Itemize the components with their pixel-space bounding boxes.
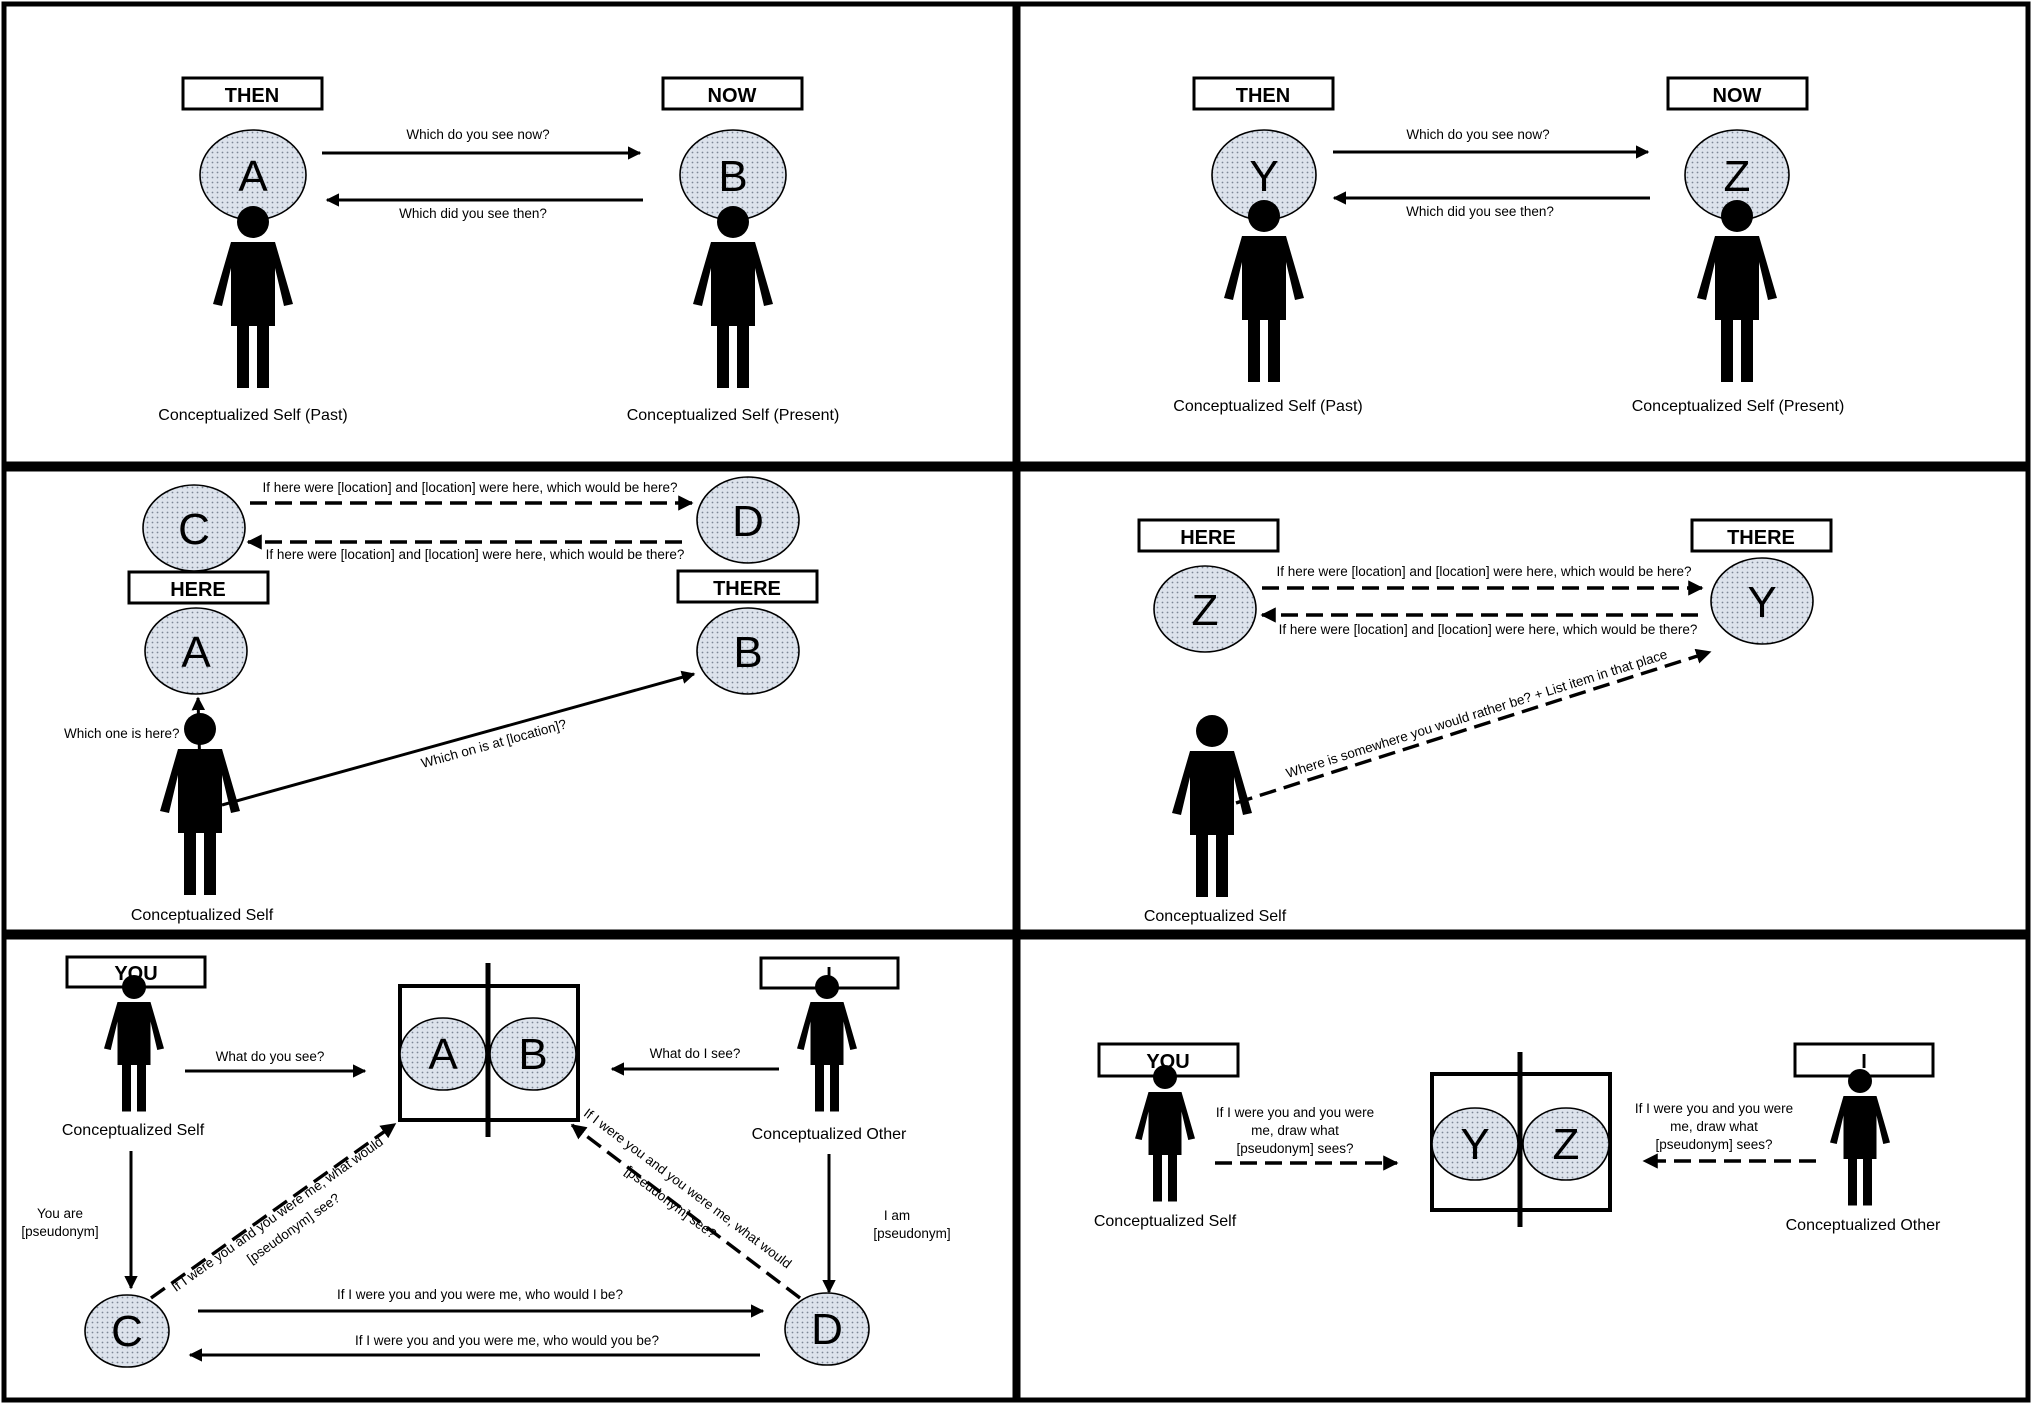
circle-node xyxy=(1431,1107,1519,1181)
caption-self: Conceptualized Self xyxy=(131,907,274,924)
here-tag-box xyxy=(127,570,270,605)
dashed-forward-label: If here were [location] and [location] w… xyxy=(263,480,678,495)
then-label: THEN xyxy=(225,85,279,107)
arrow-forward-label: Which do you see now? xyxy=(406,127,549,142)
now-tag-box xyxy=(661,76,804,111)
panel-here-there-ab: C D If here were [location] and [locatio… xyxy=(1,466,1018,935)
node-letter: Y xyxy=(1249,152,1278,201)
dashed-back-label: If here were [location] and [location] w… xyxy=(1279,622,1698,637)
circle-node xyxy=(784,1292,870,1366)
arrow-diagonal xyxy=(221,670,696,807)
circle-node xyxy=(489,1017,577,1091)
circle-node xyxy=(399,1017,487,1091)
caption-other: Conceptualized Other xyxy=(752,1126,907,1143)
now-tag-box xyxy=(1666,76,1809,111)
circle-node xyxy=(696,607,800,695)
here-label: HERE xyxy=(1180,527,1236,549)
right-prompt-line3: [pseudonym] sees? xyxy=(1655,1137,1772,1152)
node-letter: Y xyxy=(1747,578,1776,627)
circle-node xyxy=(84,1294,170,1368)
node-letter: D xyxy=(811,1305,843,1354)
caption-self: Conceptualized Self xyxy=(1144,908,1287,925)
node-letter: C xyxy=(111,1307,143,1356)
dashed-arrow-diagonal xyxy=(1235,648,1712,805)
node-letter: Z xyxy=(1724,152,1751,201)
now-label: NOW xyxy=(1713,85,1762,107)
arrow-back-label: Which did you see then? xyxy=(399,206,547,221)
node-letter: B xyxy=(518,1030,547,1079)
node-letter: C xyxy=(178,505,210,554)
i-label: I xyxy=(1861,1051,1867,1073)
you-are-line2: [pseudonym] xyxy=(21,1224,98,1239)
panel-frame xyxy=(1,1,1018,467)
then-tag-box xyxy=(181,76,324,111)
i-am-line1: I am xyxy=(884,1208,910,1223)
left-prompt-line3: [pseudonym] sees? xyxy=(1236,1141,1353,1156)
dashed-arrow-right-diagonal xyxy=(570,1123,802,1300)
left-prompt-line2: me, draw what xyxy=(1251,1123,1339,1138)
caption-present: Conceptualized Self (Present) xyxy=(627,407,840,424)
panel-here-there-zy: HERE THERE Z Y If here were [location] a… xyxy=(1015,466,2031,935)
here-tag-box xyxy=(1137,518,1280,553)
here-label: HERE xyxy=(170,579,226,601)
caption-present: Conceptualized Self (Present) xyxy=(1632,398,1845,415)
what-i-see-label: What do I see? xyxy=(650,1046,741,1061)
caption-self: Conceptualized Self xyxy=(62,1122,205,1139)
node-letter: Z xyxy=(1192,586,1219,635)
node-letter: B xyxy=(718,152,747,201)
caption-past: Conceptualized Self (Past) xyxy=(1173,398,1362,415)
now-label: NOW xyxy=(708,85,757,107)
who-would-you-be-label: If I were you and you were me, who would… xyxy=(355,1333,659,1348)
then-tag-box xyxy=(1192,76,1335,111)
node-letter: Y xyxy=(1460,1120,1489,1169)
there-label: THERE xyxy=(1727,527,1795,549)
i-label: I xyxy=(826,964,832,986)
right-prompt-line1: If I were you and you were xyxy=(1635,1101,1793,1116)
node-letter: D xyxy=(732,497,764,546)
panel-frame xyxy=(1015,1,2031,467)
there-tag-box xyxy=(676,569,819,604)
up-arrow-label: Which one is here? xyxy=(64,726,180,741)
node-letter: A xyxy=(181,628,211,677)
left-prompt-line1: If I were you and you were xyxy=(1216,1105,1374,1120)
arrow-forward-label: Which do you see now? xyxy=(1406,127,1549,142)
panel-you-i-yz: YOU I Conceptualized Self Conceptualized… xyxy=(1015,934,2031,1403)
circle-node xyxy=(696,476,800,564)
dashed-back-label: If here were [location] and [location] w… xyxy=(266,547,685,562)
you-label: YOU xyxy=(1146,1051,1189,1073)
panel-frame xyxy=(1015,934,2031,1403)
then-label: THEN xyxy=(1236,85,1290,107)
circle-node xyxy=(1153,565,1257,653)
i-am-line2: [pseudonym] xyxy=(873,1226,950,1241)
arrow-back-label: Which did you see then? xyxy=(1406,204,1554,219)
panel-then-now-ab: THEN NOW A B Which do you see now? Which… xyxy=(1,1,1018,467)
who-would-i-be-label: If I were you and you were me, who would… xyxy=(337,1287,623,1302)
you-are-line1: You are xyxy=(37,1206,83,1221)
node-letter: B xyxy=(733,628,762,677)
right-prompt-line2: me, draw what xyxy=(1670,1119,1758,1134)
circle-node xyxy=(144,607,248,695)
panel-then-now-yz: THEN NOW Y Z Which do you see now? Which… xyxy=(1015,1,2031,467)
node-letter: A xyxy=(238,152,268,201)
node-letter: A xyxy=(428,1030,458,1079)
circle-node xyxy=(1710,557,1814,645)
you-tag-box xyxy=(65,955,207,989)
caption-self: Conceptualized Self xyxy=(1094,1213,1237,1230)
node-letter: Z xyxy=(1553,1120,1580,1169)
there-tag-box xyxy=(1690,518,1833,553)
dashed-forward-label: If here were [location] and [location] w… xyxy=(1277,564,1692,579)
what-you-see-label: What do you see? xyxy=(216,1049,325,1064)
caption-other: Conceptualized Other xyxy=(1786,1217,1941,1234)
panel-you-i-ab: YOU I Conceptualized Self Conceptualized… xyxy=(1,934,1018,1403)
caption-past: Conceptualized Self (Past) xyxy=(158,407,347,424)
there-label: THERE xyxy=(713,578,781,600)
circle-node xyxy=(1522,1107,1610,1181)
